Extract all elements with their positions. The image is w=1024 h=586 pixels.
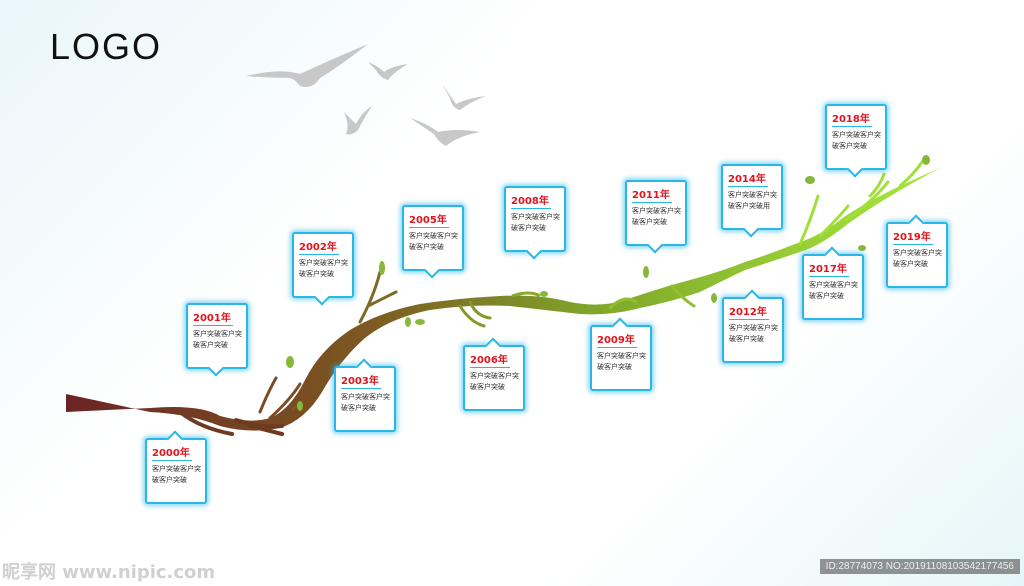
watermark-id: ID:28774073 NO:20191108103542177456 [819,559,1020,574]
milestone-text: 客户突破客户突破客户突破 [809,281,858,300]
milestone-card-2017: 2017年 客户突破客户突破客户突破 [802,246,864,320]
milestone-text: 客户突破客户突破客户突破 [597,352,646,371]
milestone-year: 2000年 [152,444,192,461]
milestone-card-2001: 2001年 客户突破客户突破客户突破 [186,303,248,377]
milestone-card-2002: 2002年 客户突破客户突破客户突破 [292,232,354,306]
milestone-card-2018: 2018年 客户突破客户突破客户突破 [825,104,887,178]
milestone-card-2006: 2006年 客户突破客户突破客户突破 [463,337,525,411]
milestone-card-2003: 2003年 客户突破客户突破客户突破 [334,358,396,432]
birds [246,44,486,146]
bird-icon [410,118,480,146]
bird-icon [368,62,408,80]
milestone-text: 客户突破客户突破客户突破 [729,324,778,343]
milestone-year: 2019年 [893,228,933,245]
milestone-text: 客户突破客户突破客户突破 [893,249,942,268]
branch [66,155,940,436]
milestone-text: 客户突破客户突破客户突破 [832,131,881,150]
milestone-card-2008: 2008年 客户突破客户突破客户突破 [504,186,566,260]
milestone-text: 客户突破客户突破客户突破 [470,372,519,391]
milestone-text: 客户突破客户突破客户突破用 [728,191,777,210]
milestone-year: 2008年 [511,192,551,209]
milestone-year: 2005年 [409,211,449,228]
milestone-card-2005: 2005年 客户突破客户突破客户突破 [402,205,464,279]
milestone-year: 2012年 [729,303,769,320]
milestone-year: 2017年 [809,260,849,277]
milestone-card-2009: 2009年 客户突破客户突破客户突破 [590,317,652,391]
milestone-text: 客户突破客户突破客户突破 [409,232,458,251]
milestone-text: 客户突破客户突破客户突破 [152,465,201,484]
bird-icon [442,84,486,110]
milestone-year: 2001年 [193,309,233,326]
watermark-site: 昵享网 www.nipic.com [2,562,216,583]
milestone-year: 2014年 [728,170,768,187]
milestone-year: 2006年 [470,351,510,368]
milestone-text: 客户突破客户突破客户突破 [193,330,242,349]
milestone-year: 2011年 [632,186,672,203]
bird-icon [246,44,368,87]
milestone-card-2000: 2000年 客户突破客户突破客户突破 [145,430,207,504]
bird-icon [344,106,372,135]
milestone-text: 客户突破客户突破客户突破 [299,259,348,278]
milestone-card-2014: 2014年 客户突破客户突破客户突破用 [721,164,783,238]
milestone-card-2011: 2011年 客户突破客户突破客户突破 [625,180,687,254]
milestone-text: 客户突破客户突破客户突破 [632,207,681,226]
milestone-text: 客户突破客户突破客户突破 [341,393,390,412]
milestone-year: 2003年 [341,372,381,389]
milestone-year: 2018年 [832,110,872,127]
milestone-year: 2009年 [597,331,637,348]
milestone-year: 2002年 [299,238,339,255]
logo: LOGO [50,26,163,67]
milestone-card-2019: 2019年 客户突破客户突破客户突破 [886,214,948,288]
milestone-text: 客户突破客户突破客户突破 [511,213,560,232]
milestone-card-2012: 2012年 客户突破客户突破客户突破 [722,289,784,363]
